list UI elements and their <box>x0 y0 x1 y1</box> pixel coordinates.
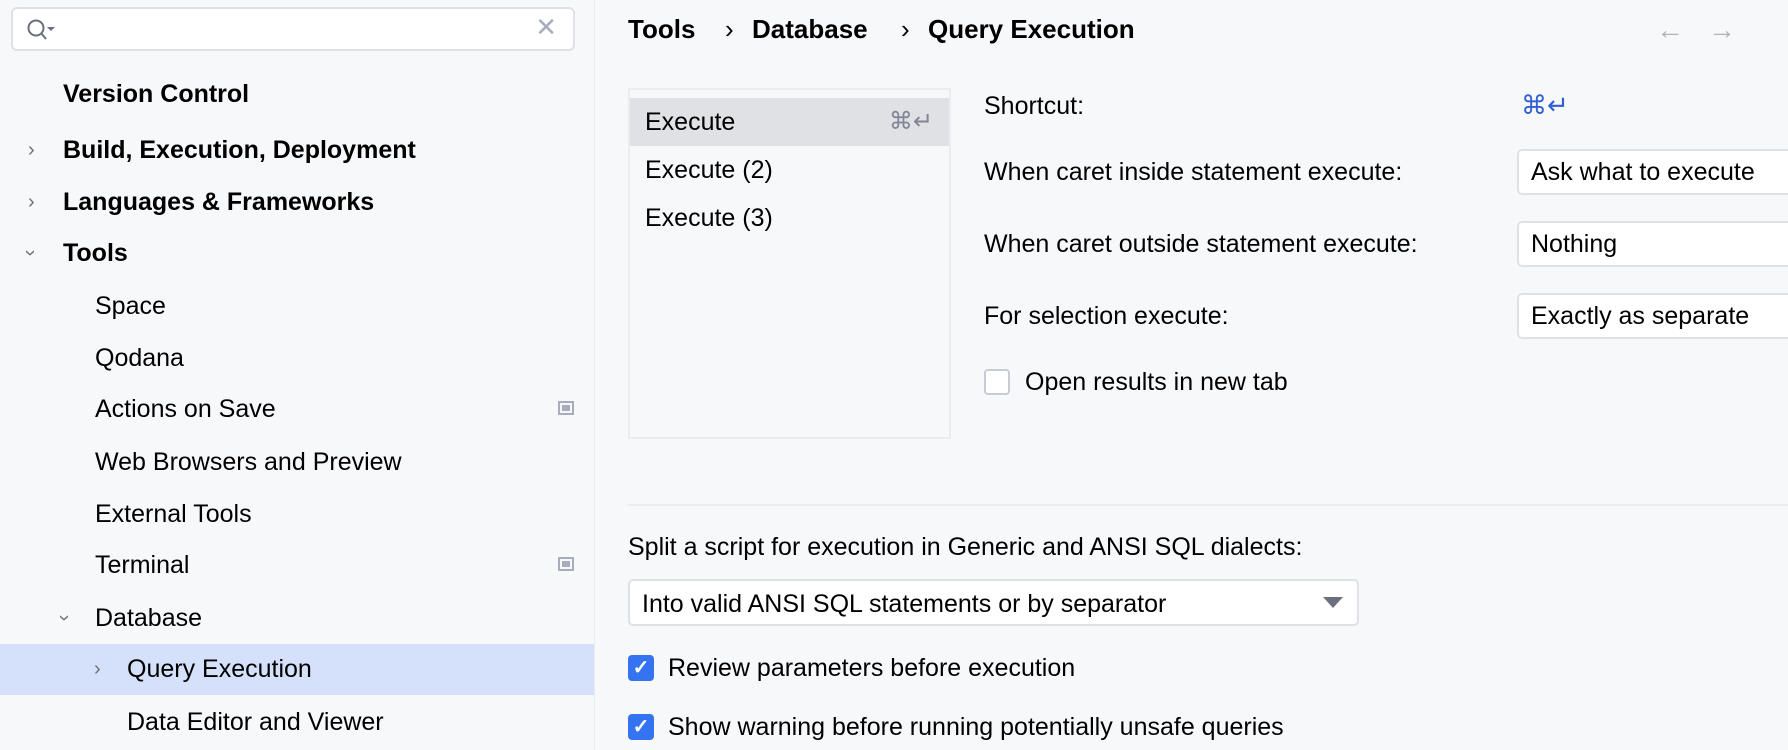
review-parameters-label: Review parameters before execution <box>668 654 1076 682</box>
review-parameters-checkbox[interactable]: ✓ <box>628 655 654 681</box>
back-arrow-icon[interactable]: ← <box>1656 14 1684 45</box>
unsafe-queries-warning-checkbox[interactable]: ✓ <box>628 714 654 740</box>
sidebar-item-space[interactable]: Space <box>0 281 594 331</box>
list-item-execute-3[interactable]: Execute (3) <box>630 194 949 242</box>
list-item-label: Execute (3) <box>645 204 773 232</box>
sidebar-item-external-tools[interactable]: External Tools <box>0 489 594 539</box>
breadcrumb-item: Query Execution <box>928 14 1135 44</box>
search-icon <box>27 19 55 40</box>
sidebar-item-label: Query Execution <box>127 655 312 683</box>
sidebar-item-label: Database <box>95 604 203 632</box>
inside-statement-label: When caret inside statement execute: <box>984 158 1403 186</box>
sidebar-item-label: Space <box>95 292 166 320</box>
settings-sidebar: ✕ Version Control › Build, Execution, Dep… <box>0 0 595 750</box>
outside-statement-select[interactable]: Nothing <box>1517 221 1788 267</box>
project-settings-icon <box>558 401 574 415</box>
breadcrumb-separator: › <box>901 14 910 44</box>
sidebar-item-label: Qodana <box>95 344 184 372</box>
sidebar-item-version-control[interactable]: Version Control <box>0 69 594 119</box>
sidebar-item-tools[interactable]: › Tools <box>0 228 594 278</box>
sidebar-item-label: Build, Execution, Deployment <box>63 136 416 164</box>
clear-icon[interactable]: ✕ <box>535 12 557 42</box>
open-new-tab-checkbox[interactable] <box>984 369 1010 395</box>
execute-action-list: Execute ⌘↵ Execute (2) Execute (3) <box>628 88 951 439</box>
dropdown-arrow-icon <box>1323 597 1343 608</box>
sidebar-item-terminal[interactable]: Terminal <box>0 540 594 590</box>
selection-execute-label: For selection execute: <box>984 302 1229 330</box>
sidebar-item-label: Web Browsers and Preview <box>95 448 402 476</box>
open-new-tab-label: Open results in new tab <box>1025 368 1288 396</box>
split-script-value: Into valid ANSI SQL statements or by sep… <box>642 590 1167 618</box>
sidebar-item-languages[interactable]: › Languages & Frameworks <box>0 177 594 227</box>
project-settings-icon <box>558 557 574 571</box>
sidebar-item-label: Terminal <box>95 551 190 579</box>
divider <box>628 504 1788 506</box>
search-field[interactable]: ✕ <box>11 7 575 51</box>
sidebar-item-label: Tools <box>63 239 128 267</box>
list-item-execute[interactable]: Execute ⌘↵ <box>630 98 949 146</box>
shortcut-label: Shortcut: <box>984 92 1085 120</box>
split-script-label: Split a script for execution in Generic … <box>628 533 1303 561</box>
inside-statement-select[interactable]: Ask what to execute <box>1517 149 1788 195</box>
shortcut-value-link[interactable]: ⌘↵ <box>1521 90 1569 120</box>
split-script-select[interactable]: Into valid ANSI SQL statements or by sep… <box>628 579 1359 626</box>
chevron-down-icon[interactable]: › <box>19 249 42 257</box>
sidebar-item-database[interactable]: › Database <box>0 593 594 643</box>
breadcrumb-item[interactable]: Tools <box>628 14 696 44</box>
sidebar-item-web-browsers[interactable]: Web Browsers and Preview <box>0 437 594 487</box>
chevron-right-icon[interactable]: › <box>94 658 101 680</box>
forward-arrow-icon[interactable]: → <box>1708 14 1736 45</box>
sidebar-item-actions-on-save[interactable]: Actions on Save <box>0 384 594 434</box>
chevron-right-icon[interactable]: › <box>28 191 35 213</box>
breadcrumb-item[interactable]: Database <box>752 14 868 44</box>
list-item-execute-2[interactable]: Execute (2) <box>630 146 949 194</box>
sidebar-item-label: Version Control <box>63 80 250 108</box>
breadcrumb-separator: › <box>725 14 734 44</box>
chevron-right-icon[interactable]: › <box>28 139 35 161</box>
list-item-label: Execute <box>645 108 736 136</box>
sidebar-item-label: Data Editor and Viewer <box>127 708 384 736</box>
chevron-down-icon[interactable]: › <box>53 614 76 622</box>
search-input[interactable] <box>65 13 509 47</box>
outside-statement-label: When caret outside statement execute: <box>984 230 1418 258</box>
sidebar-item-label: Actions on Save <box>95 395 276 423</box>
unsafe-queries-warning-label: Show warning before running potentially … <box>668 713 1284 741</box>
sidebar-item-build[interactable]: › Build, Execution, Deployment <box>0 125 594 175</box>
sidebar-item-label: External Tools <box>95 500 252 528</box>
selection-execute-select[interactable]: Exactly as separate <box>1517 293 1788 339</box>
sidebar-item-data-editor[interactable]: Data Editor and Viewer <box>0 697 594 747</box>
sidebar-item-query-execution[interactable]: › Query Execution <box>0 644 594 695</box>
sidebar-item-label: Languages & Frameworks <box>63 188 375 216</box>
list-item-label: Execute (2) <box>645 156 773 184</box>
shortcut-label: ⌘↵ <box>888 108 933 135</box>
sidebar-item-qodana[interactable]: Qodana <box>0 333 594 383</box>
